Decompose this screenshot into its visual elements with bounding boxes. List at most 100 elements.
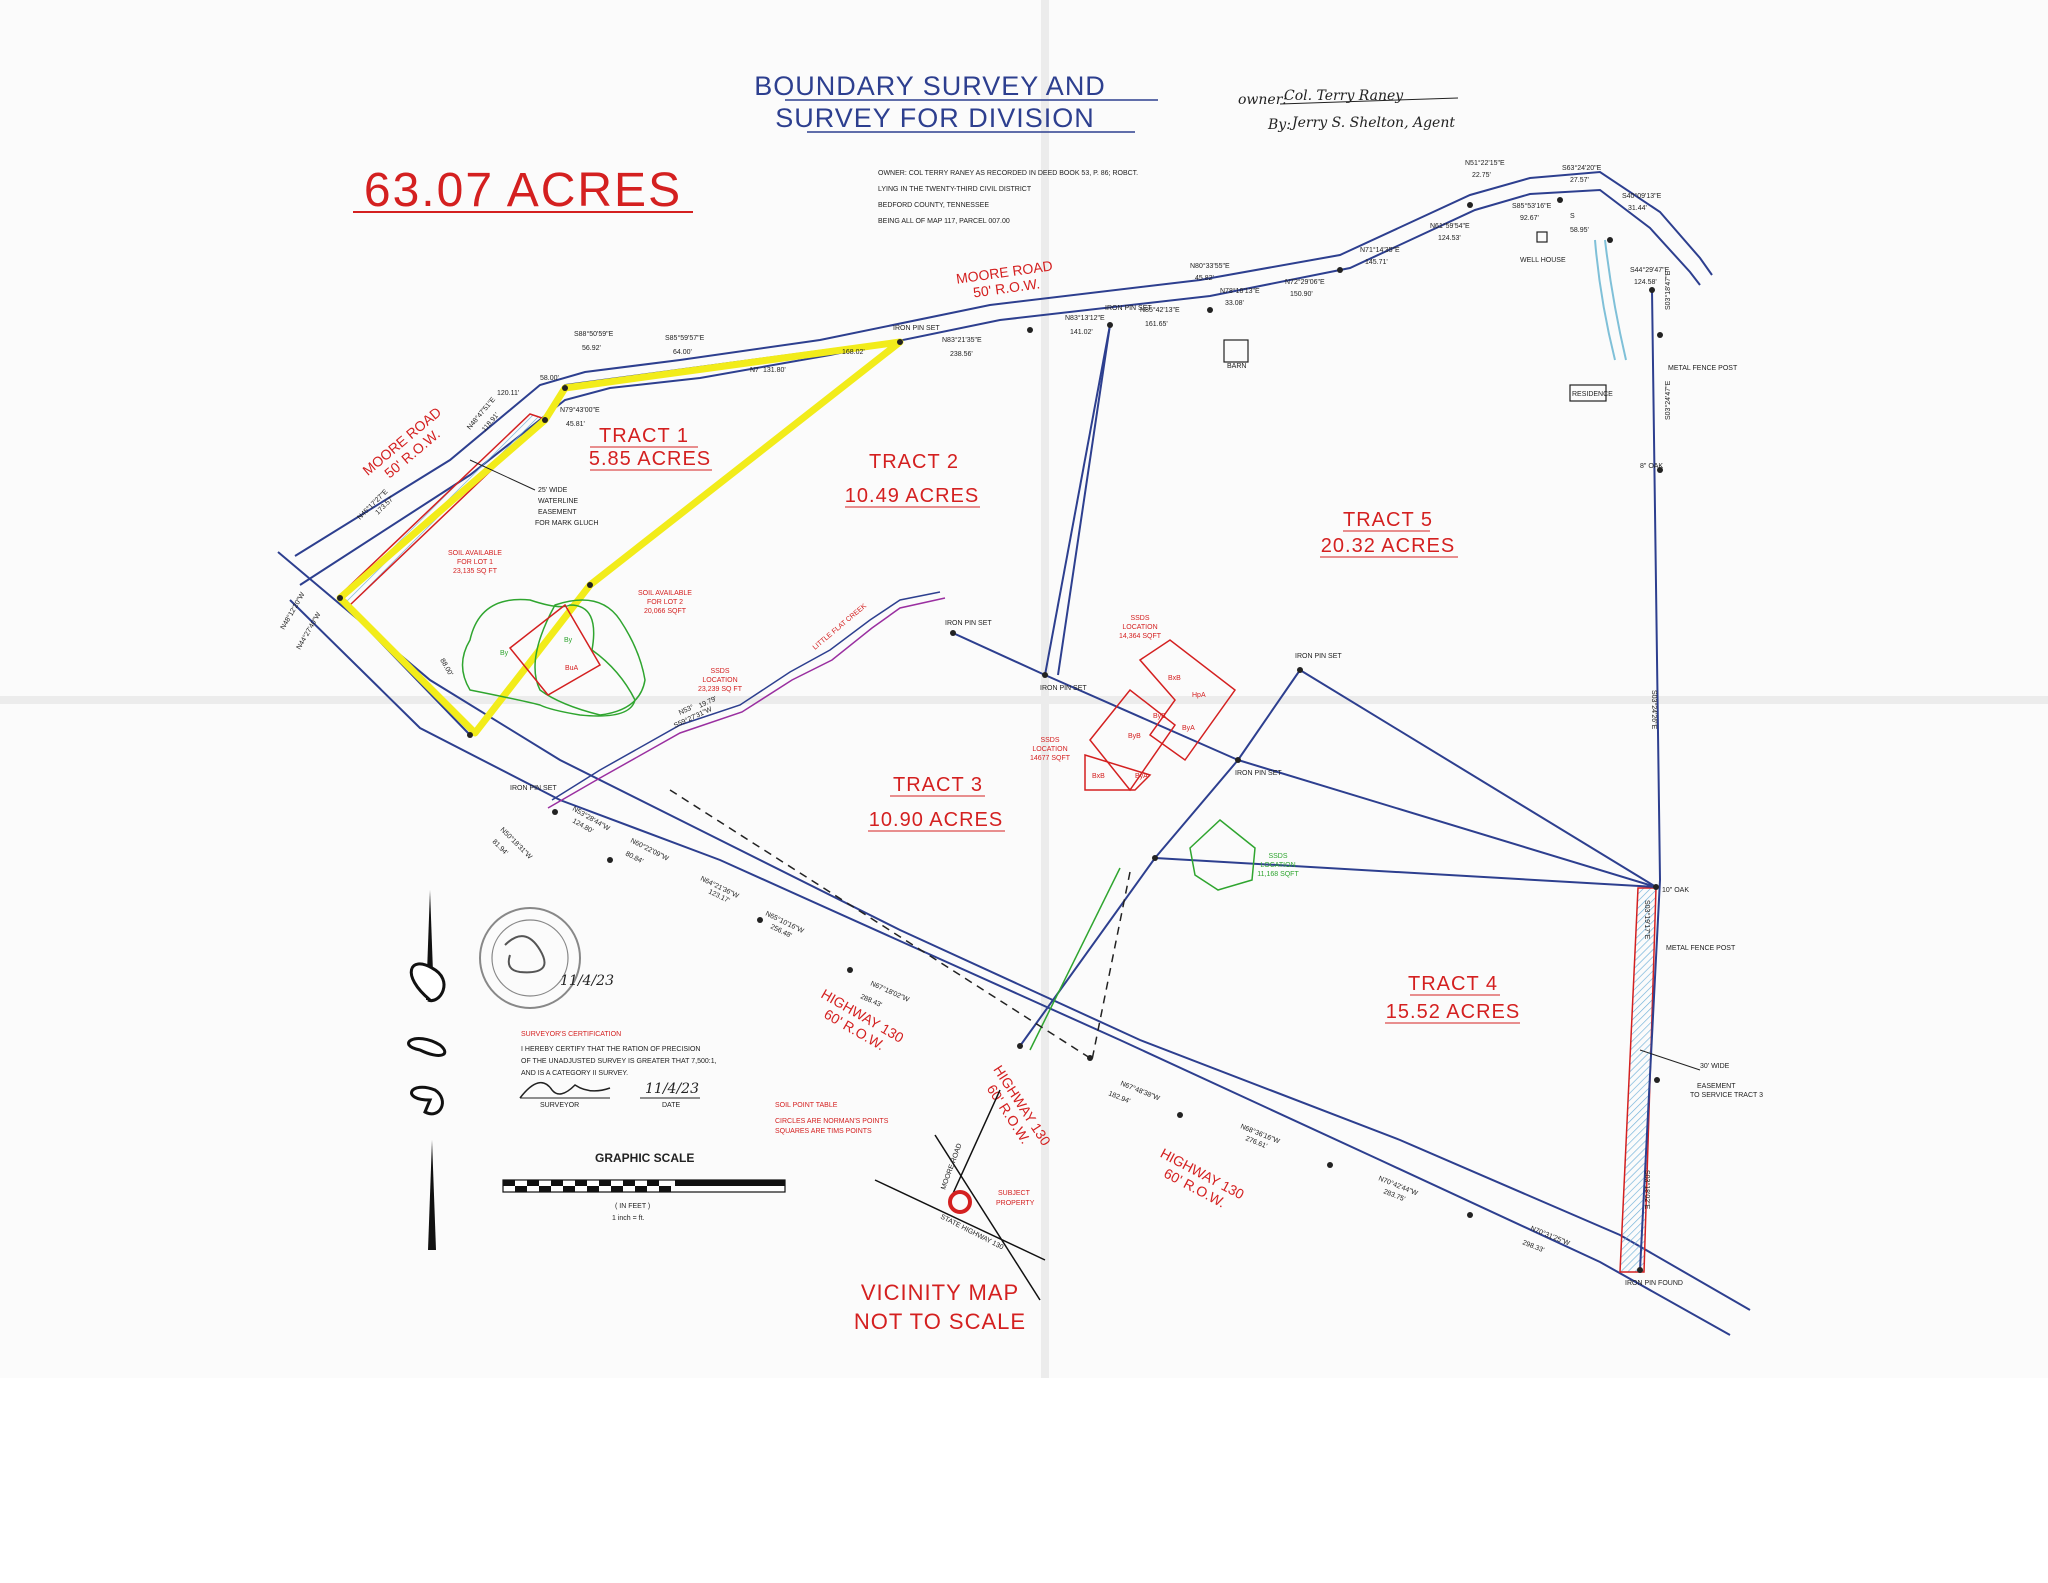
tract-3-label: TRACT 3 10.90 ACRES xyxy=(868,774,1005,832)
soil-code: BuA xyxy=(565,665,579,672)
tract-name: TRACT 2 xyxy=(869,451,959,473)
soil-code: By xyxy=(564,637,573,644)
subject-property-marker xyxy=(948,1190,972,1214)
tract-acres: 10.90 ACRES xyxy=(869,809,1003,831)
owner-label: owner: xyxy=(1238,92,1287,108)
vicinity-highway-2 xyxy=(934,1134,1041,1301)
fence-post-label: METAL FENCE POST xyxy=(1668,365,1738,372)
soil-table-line: CIRCLES ARE NORMAN'S POINTS xyxy=(775,1118,889,1125)
soil-table-heading: SOIL POINT TABLE xyxy=(775,1102,838,1109)
tract-acres: 15.52 ACRES xyxy=(1386,1001,1520,1023)
call-distance: 168.02' xyxy=(842,349,865,356)
vicinity-title: VICINITY MAP xyxy=(861,1280,1019,1305)
barn-label: BARN xyxy=(1227,363,1246,370)
vicinity-highway xyxy=(874,1179,1046,1261)
call-distance: 161.65' xyxy=(1145,321,1168,328)
drain-line xyxy=(1604,239,1627,361)
soil-codes: BxB HpA ByB ByA ByB BxB ByA By By BuA xyxy=(500,637,1206,780)
call-distance: 81.94' xyxy=(491,838,509,856)
moore-road xyxy=(294,170,1713,586)
east-calls: S03°18'47"E S03°24'47"E S03°24'26"E S03°… xyxy=(1643,270,1672,1209)
soil-label: SSDS xyxy=(1130,615,1149,622)
by-label: By: xyxy=(1267,117,1291,133)
pin-label: IRON PIN SET xyxy=(510,785,557,792)
call-distance: 58.95' xyxy=(1570,227,1589,234)
note-line: WATERLINE xyxy=(538,498,578,505)
call-bearing: S88°50'59"E xyxy=(574,330,614,338)
call-bearing: N79°43'00"E xyxy=(560,406,600,414)
call-distance: 120.11' xyxy=(497,390,519,397)
agent-name: Jerry S. Shelton, Agent xyxy=(1289,115,1455,131)
cert-date: 11/4/23 xyxy=(645,1081,699,1097)
call-bearing: N61°59'54"E xyxy=(1430,222,1470,230)
soil-label: FOR LOT 2 xyxy=(647,599,683,606)
soil-code: BxB xyxy=(1168,675,1181,682)
call-distance: 124.53' xyxy=(1438,235,1461,242)
call-distance: 182.94' xyxy=(1107,1090,1131,1105)
call-bearing: N78°18'13"E xyxy=(1220,287,1260,295)
surveyor-signature xyxy=(519,1081,611,1099)
tract-name: TRACT 1 xyxy=(599,425,689,447)
soil-label: SOIL AVAILABLE xyxy=(448,550,502,557)
pin-label: IRON PIN SET xyxy=(1235,770,1282,777)
note-line: BEING ALL OF MAP 117, PARCEL 007.00 xyxy=(878,218,1010,225)
call-bearing: S03°24'26"E xyxy=(1650,690,1658,730)
owner-signature-block: owner: Col. Terry Raney By: Jerry S. She… xyxy=(1238,88,1459,133)
soil-label: SSDS xyxy=(710,668,729,675)
soil-point-table: SOIL POINT TABLE CIRCLES ARE NORMAN'S PO… xyxy=(775,1102,889,1135)
waterline-easement-note: 25' WIDE WATERLINE EASEMENT FOR MARK GLU… xyxy=(469,459,598,527)
fence-post-label: METAL FENCE POST xyxy=(1666,945,1736,952)
tract-name: TRACT 3 xyxy=(893,774,983,796)
access-easement xyxy=(1619,887,1657,1273)
title-line-1: BOUNDARY SURVEY AND xyxy=(754,71,1106,101)
pin-label: IRON PIN SET xyxy=(893,325,940,332)
call-distance: 150.90' xyxy=(1290,291,1313,298)
call-bearing: N80°33'55"E xyxy=(1190,262,1230,270)
soil-code: HpA xyxy=(1192,692,1206,699)
call-bearing: N85°42'13"E xyxy=(1140,306,1180,314)
soil-label: SSDS xyxy=(1268,853,1287,860)
call-distance: 31.44' xyxy=(1628,205,1647,212)
call-distance: 80.84' xyxy=(624,851,644,866)
access-easement-note: 30' WIDE EASEMENT TO SERVICE TRACT 3 xyxy=(1639,1049,1763,1099)
tract-acres: 20.32 ACRES xyxy=(1321,535,1455,557)
note-line: TO SERVICE TRACT 3 xyxy=(1690,1092,1763,1099)
pin-label: IRON PIN SET xyxy=(945,620,992,627)
soil-label: LOCATION xyxy=(1032,746,1067,753)
call-bearing: S xyxy=(1570,213,1575,220)
call-bearing: N71°14'35"E xyxy=(1360,246,1400,254)
note-line: 30' WIDE xyxy=(1700,1063,1730,1070)
highway-130 xyxy=(277,551,1751,1336)
tract-4-label: TRACT 4 15.52 ACRES xyxy=(1385,973,1520,1024)
deed-notes: OWNER: COL TERRY RANEY AS RECORDED IN DE… xyxy=(878,170,1138,225)
highway-label-east: HIGHWAY 130 60' R.O.W. xyxy=(1158,1145,1247,1211)
call-distance: 141.02' xyxy=(1070,329,1093,336)
tract-acres: 5.85 ACRES xyxy=(589,448,711,470)
note-line: 25' WIDE xyxy=(538,487,568,494)
owner-underline xyxy=(1279,97,1459,105)
call-distance: 64.00' xyxy=(673,349,692,356)
soil-area-ssds-11168 xyxy=(1189,819,1256,891)
call-bearing: N83°13'12"E xyxy=(1065,314,1105,322)
soil-labels: SOIL AVAILABLE FOR LOT 1 23,135 SQ FT SO… xyxy=(448,550,1299,878)
call-distance: 124.58' xyxy=(1634,279,1657,286)
soil-label: 23,239 SQ FT xyxy=(698,686,743,693)
scale-title: GRAPHIC SCALE xyxy=(595,1151,694,1165)
tract-2-label: TRACT 2 10.49 ACRES xyxy=(845,451,980,508)
soil-table-line: SQUARES ARE TIMS POINTS xyxy=(775,1128,872,1135)
call-bearing: S63°24'20"E xyxy=(1562,164,1602,172)
vicinity-moore-road xyxy=(949,1089,1001,1201)
soil-area-lot2 xyxy=(508,599,646,716)
call-bearing: S85°53'16"E xyxy=(1512,202,1552,210)
soil-label: 20,066 SQFT xyxy=(644,608,687,615)
tract-1-label: TRACT 1 5.85 ACRES xyxy=(589,425,712,471)
soil-label: 11,168 SQFT xyxy=(1257,871,1299,878)
cert-line: OF THE UNADJUSTED SURVEY IS GREATER THAT… xyxy=(521,1058,717,1065)
call-distance: 298.33' xyxy=(1521,1239,1545,1254)
tract-boundaries xyxy=(337,289,1662,1271)
call-bearing: S40°09'13"E xyxy=(1622,192,1662,200)
soil-label: LOCATION xyxy=(1260,862,1295,869)
moore-road-label-west: MOORE ROAD 50' R.O.W. xyxy=(359,404,444,481)
soil-label: 14,364 SQFT xyxy=(1119,633,1162,640)
